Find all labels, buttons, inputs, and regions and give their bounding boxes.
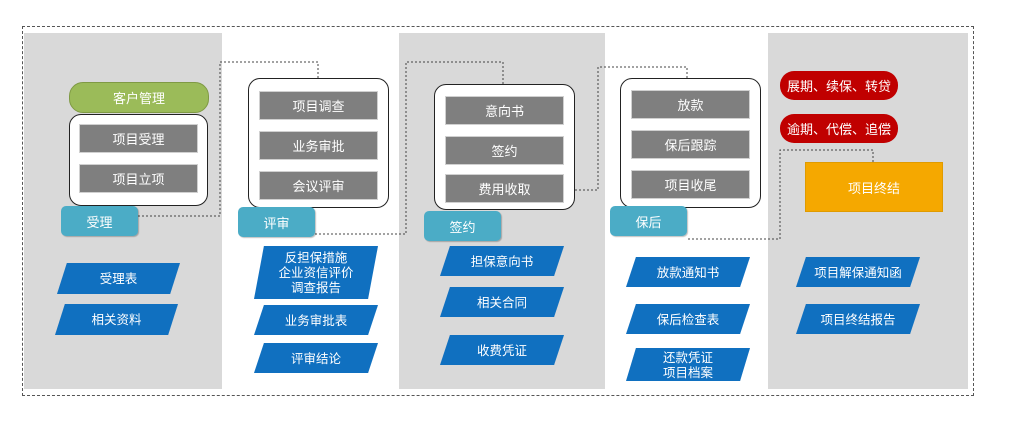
stage-review: 评审 [238, 207, 315, 237]
step-letter-of-intent: 意向书 [445, 96, 564, 125]
step-meeting-review: 会议评审 [259, 171, 378, 200]
step-project-investigation: 项目调查 [259, 91, 378, 120]
doc-loan-notice: 放款通知书 [626, 257, 750, 287]
doc-line-project-archive: 项目档案 [662, 364, 713, 380]
doc-line-counter-guarantee: 反担保措施 [284, 250, 348, 265]
stage-accept: 受理 [61, 206, 138, 236]
step-project-initiation: 项目立项 [79, 164, 198, 193]
doc-line-repayment-voucher: 还款凭证 [662, 349, 713, 365]
connector-accept-review [138, 61, 319, 217]
step-post-tracking: 保后跟踪 [631, 130, 750, 159]
step-fee-collection: 费用收取 [445, 174, 564, 203]
doc-related-materials: 相关资料 [55, 304, 178, 335]
step-signing: 签约 [445, 136, 564, 165]
stage-post: 保后 [610, 206, 687, 236]
project-termination-box: 项目终结 [805, 162, 943, 212]
doc-post-inspection-form: 保后检查表 [626, 304, 750, 334]
connector-review-sign [315, 61, 504, 235]
diagram-frame [22, 26, 974, 396]
doc-counter-guarantee-report: 反担保措施 企业资信评价 调查报告 [254, 246, 378, 299]
doc-line-investigation-report: 调查报告 [290, 280, 341, 295]
client-management-pill: 客户管理 [69, 82, 209, 113]
step-business-approval: 业务审批 [259, 131, 378, 160]
doc-repayment-archive: 还款凭证 项目档案 [626, 348, 750, 381]
connector-post-close [688, 149, 874, 240]
doc-termination-report: 项目终结报告 [796, 304, 920, 334]
step-project-acceptance: 项目受理 [79, 124, 198, 153]
doc-line-credit-evaluation: 企业资信评价 [278, 265, 354, 280]
doc-guarantee-intent-letter: 担保意向书 [440, 246, 564, 276]
doc-release-notice: 项目解保通知函 [796, 257, 920, 287]
doc-accept-form: 受理表 [57, 263, 180, 294]
stage-sign: 签约 [424, 211, 501, 241]
doc-approval-form: 业务审批表 [254, 305, 378, 335]
connector-sign-post [575, 66, 688, 191]
doc-related-contracts: 相关合同 [440, 287, 564, 317]
doc-fee-receipt: 收费凭证 [440, 335, 564, 365]
option-extension-renewal: 展期、续保、转贷 [780, 71, 898, 100]
doc-review-conclusion: 评审结论 [254, 343, 378, 373]
option-overdue-compensation: 逾期、代偿、追偿 [780, 114, 898, 143]
step-loan-release: 放款 [631, 90, 750, 119]
step-project-closing: 项目收尾 [631, 170, 750, 199]
